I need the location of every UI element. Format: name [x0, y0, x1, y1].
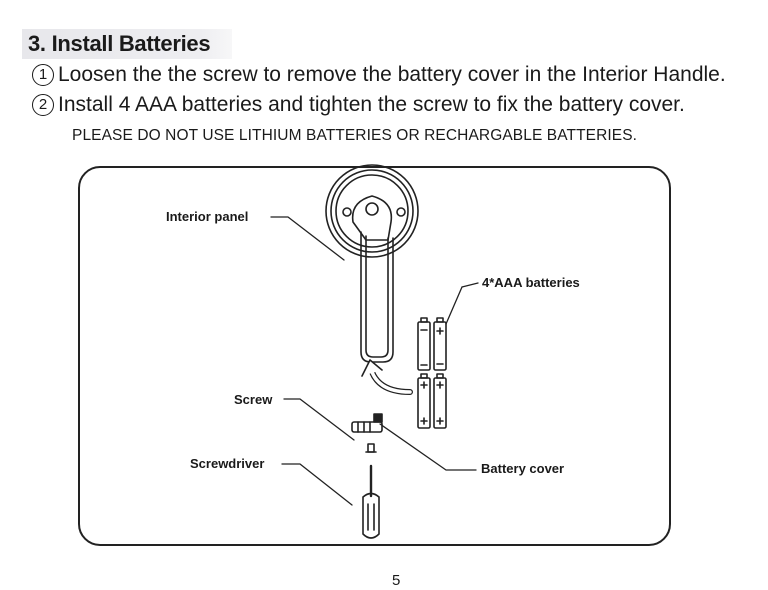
screwdriver-illustration [362, 464, 380, 539]
label-battery-cover: Battery cover [481, 461, 565, 476]
interior-panel-illustration [325, 164, 419, 363]
battery-warning: PLEASE DO NOT USE LITHIUM BATTERIES OR R… [72, 127, 638, 144]
leader-lines [270, 216, 479, 506]
label-screwdriver: Screwdriver [190, 456, 265, 471]
page-number: 5 [392, 572, 401, 589]
step-2-marker: 2 [32, 94, 54, 116]
step-2-text: Install 4 AAA batteries and tighten the … [58, 93, 685, 116]
step-1-text: Loosen the the screw to remove the batte… [58, 63, 726, 86]
section-heading: 3. Install Batteries [22, 29, 233, 59]
diagram-frame [78, 166, 671, 546]
battery-cover-illustration [351, 413, 383, 433]
battery-pair-top [417, 317, 447, 371]
screw-illustration [365, 443, 377, 453]
section-title: Install Batteries [51, 31, 211, 56]
battery-pair-bottom [417, 373, 447, 429]
section-number: 3. [28, 31, 46, 56]
label-batteries: 4*AAA batteries [482, 275, 580, 290]
label-screw: Screw [234, 392, 273, 407]
insert-arrow-icon [361, 359, 413, 395]
step-1-marker: 1 [32, 64, 54, 86]
label-interior-panel: Interior panel [166, 209, 249, 224]
